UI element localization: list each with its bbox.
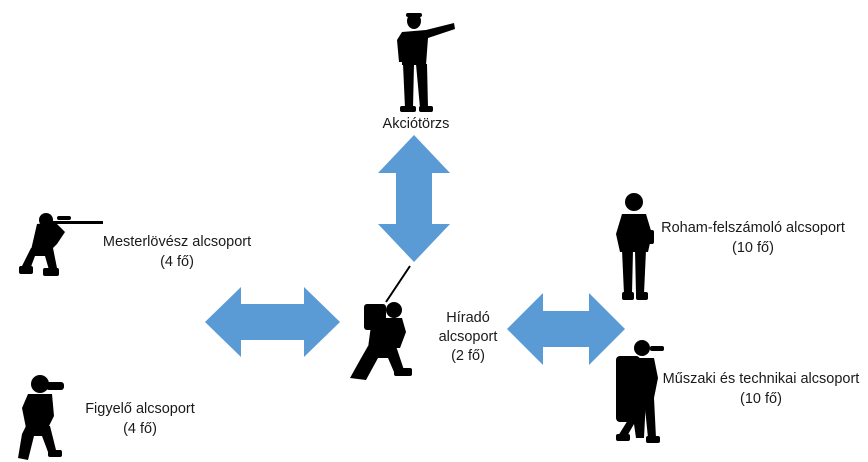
kneeling-observer-binoculars-silhouette bbox=[18, 375, 64, 460]
command-label: Akciótörzs bbox=[350, 114, 482, 134]
kneeling-sniper-silhouette bbox=[19, 213, 103, 276]
assault-soldier-silhouette bbox=[616, 193, 654, 300]
radio-label: Híradó alcsoport (2 fő) bbox=[418, 309, 518, 366]
radio-name: Híradó bbox=[446, 310, 490, 326]
shield-soldier-silhouette bbox=[616, 340, 664, 443]
sniper-label: Mesterlövész alcsoport (4 fő) bbox=[88, 232, 266, 272]
sniper-count: (4 fő) bbox=[160, 254, 194, 270]
double-arrow-vertical bbox=[378, 135, 450, 262]
technical-label: Műszaki és technikai alcsoport (10 fő) bbox=[656, 369, 866, 409]
double-arrow-left bbox=[205, 287, 340, 357]
technical-count: (10 fő) bbox=[740, 391, 782, 407]
double-arrow-right bbox=[507, 293, 625, 365]
technical-name: Műszaki és technikai alcsoport bbox=[662, 371, 860, 387]
sniper-name: Mesterlövész alcsoport bbox=[102, 234, 252, 250]
radio-name-line2: alcsoport bbox=[438, 329, 498, 345]
observer-count: (4 fő) bbox=[123, 421, 157, 437]
observer-label: Figyelő alcsoport (4 fő) bbox=[70, 399, 210, 439]
kneeling-radio-operator-silhouette bbox=[350, 265, 412, 380]
commander-pointing-silhouette bbox=[397, 13, 455, 112]
observer-name: Figyelő alcsoport bbox=[85, 401, 195, 417]
assault-label: Roham-felszámoló alcsoport (10 fő) bbox=[652, 218, 854, 258]
assault-count: (10 fő) bbox=[732, 240, 774, 256]
command-name: Akciótörzs bbox=[382, 116, 450, 132]
assault-name: Roham-felszámoló alcsoport bbox=[661, 220, 845, 236]
radio-count: (2 fő) bbox=[451, 348, 485, 364]
